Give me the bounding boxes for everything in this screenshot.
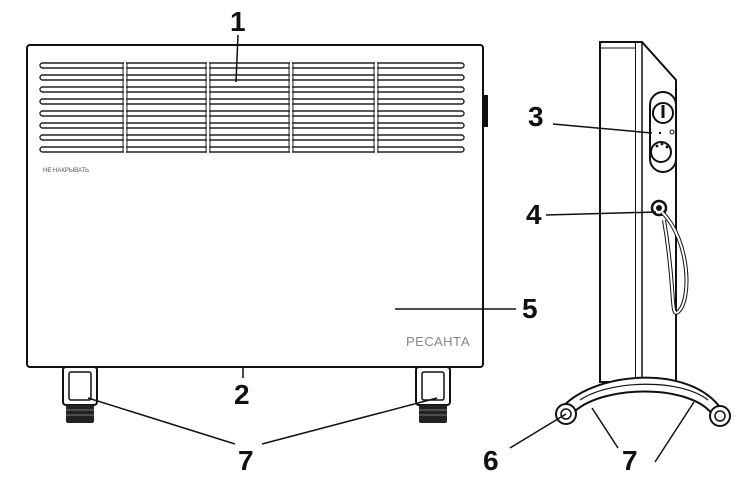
leader-3 [552, 123, 653, 134]
leader-6 [509, 413, 567, 449]
heater-body [26, 44, 484, 368]
power-switch-icon [650, 141, 672, 163]
front-foot-left [62, 366, 98, 423]
leader-7d [654, 401, 695, 463]
grille-divider-ticks [122, 63, 379, 152]
callout-2: 2 [234, 379, 250, 410]
callout-1: 1 [230, 6, 246, 37]
leader-1 [235, 34, 239, 83]
side-control-hint [483, 95, 488, 127]
wheel-right-icon [709, 405, 731, 427]
callout-4: 4 [526, 199, 542, 230]
grille-dividers [124, 60, 377, 155]
control-panel [649, 91, 677, 173]
leader-4 [545, 211, 657, 216]
leader-7b [261, 397, 438, 445]
callout-7-side: 7 [622, 445, 638, 476]
leader-7c [591, 407, 619, 449]
front-foot-right [415, 366, 451, 423]
leader-lines [87, 34, 695, 463]
side-view [555, 41, 731, 427]
callout-7-front: 7 [238, 445, 254, 476]
callout-6: 6 [483, 445, 499, 476]
side-stand [555, 376, 731, 427]
callout-3: 3 [528, 101, 544, 132]
callout-labels: 1 2 3 4 5 6 7 7 [230, 6, 638, 476]
callout-5: 5 [522, 293, 538, 324]
brand-logo: РЕСАНТА [406, 334, 470, 349]
front-view: НЕ НАКРЫВАТЬ РЕСАНТА [26, 44, 488, 423]
leader-7a [87, 397, 236, 445]
warning-label: НЕ НАКРЫВАТЬ [43, 168, 89, 174]
grille [39, 62, 465, 153]
